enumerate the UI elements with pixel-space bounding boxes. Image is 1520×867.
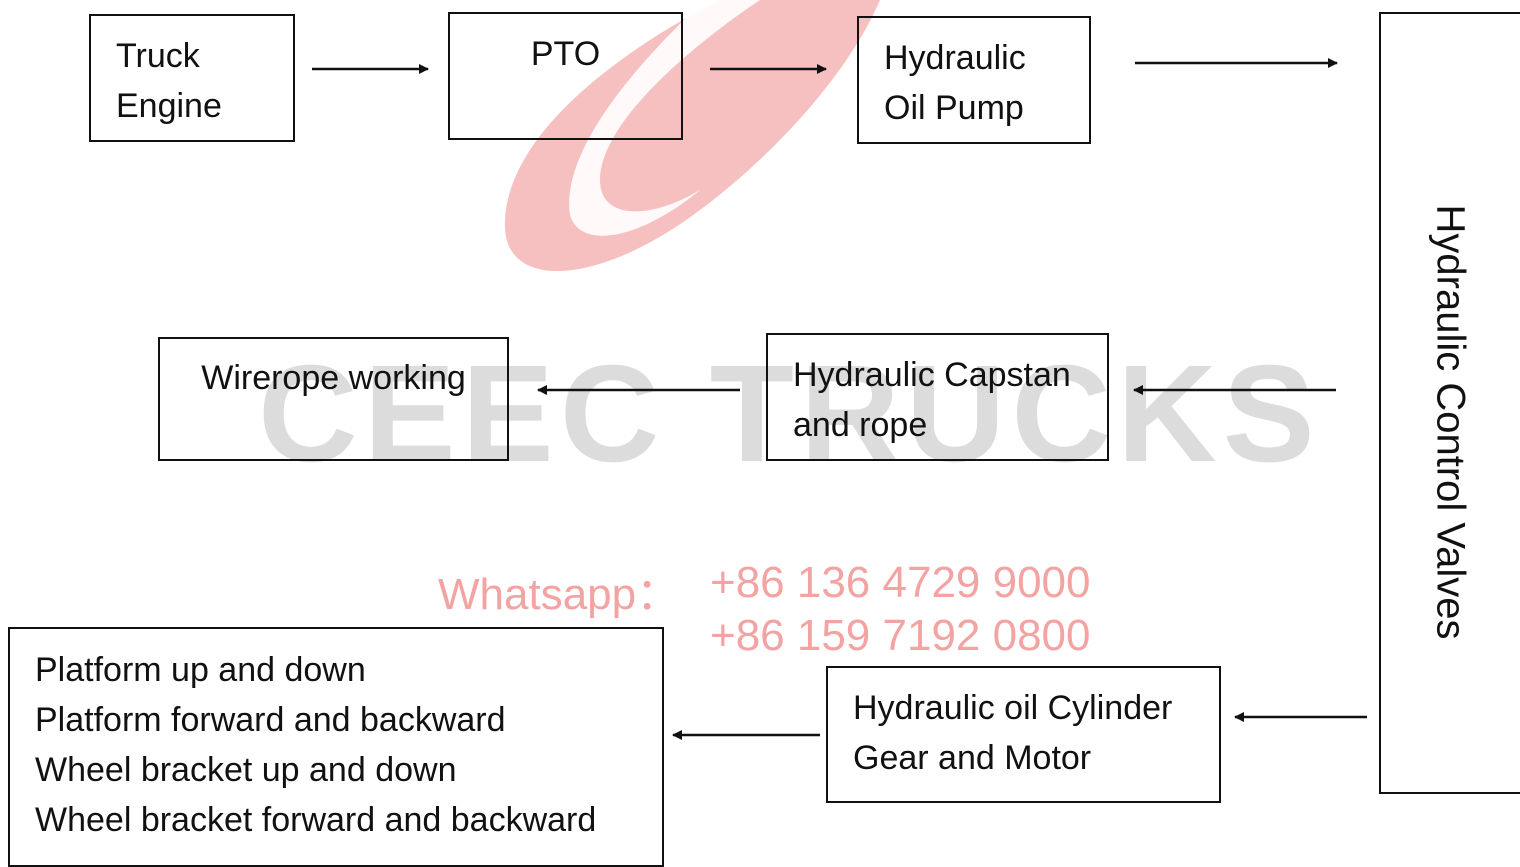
node-hydraulic-control-valves	[1379, 12, 1520, 794]
node-hydraulic-capstan: Hydraulic Capstan and rope	[766, 333, 1109, 461]
node-text: Gear and Motor	[853, 739, 1092, 777]
phone-number-1: +86 136 4729 9000	[710, 558, 1091, 607]
node-text: Truck	[116, 37, 200, 75]
function-item: Platform forward and backward	[35, 701, 506, 739]
function-item: Platform up and down	[35, 651, 366, 689]
node-text: Hydraulic	[884, 39, 1026, 77]
node-hydraulic-oil-pump: Hydraulic Oil Pump	[857, 16, 1091, 144]
whatsapp-label: Whatsapp：	[438, 570, 681, 619]
function-item: Wheel bracket forward and backward	[35, 801, 597, 839]
node-text: Hydraulic oil Cylinder	[853, 689, 1173, 727]
node-text: PTO	[530, 35, 601, 73]
node-pto: PTO	[448, 12, 683, 140]
node-text: Oil Pump	[884, 89, 1024, 127]
node-text: Hydraulic Capstan	[793, 356, 1071, 394]
node-text: and rope	[793, 406, 928, 444]
node-platform-functions: Platform up and down Platform forward an…	[8, 627, 664, 867]
watermark-brand: CEEC TRUCKS	[258, 337, 1321, 491]
node-text: Wirerope working	[201, 359, 466, 397]
node-hydraulic-oil-cylinder: Hydraulic oil Cylinder Gear and Motor	[826, 666, 1221, 803]
node-wirerope-working: Wirerope working	[158, 337, 509, 461]
control-valves-label: Hydraulic Control Valves	[1428, 204, 1473, 640]
node-text: Engine	[116, 87, 222, 125]
function-item: Wheel bracket up and down	[35, 751, 457, 789]
node-truck-engine: Truck Engine	[89, 14, 295, 142]
phone-number-2: +86 159 7192 0800	[710, 611, 1091, 660]
